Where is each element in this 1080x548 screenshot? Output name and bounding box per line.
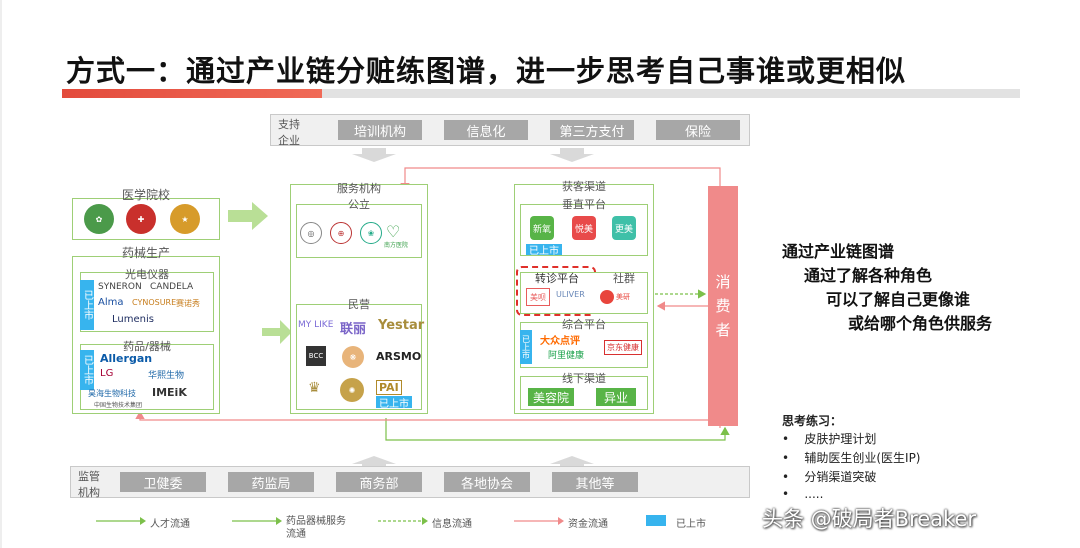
- community-logo-icon: [600, 290, 614, 304]
- logo-huahan: ✺: [340, 378, 364, 402]
- community-label: 社群: [613, 272, 635, 285]
- logo-lianli: 联丽: [340, 322, 367, 337]
- exercise-item-4: • .....: [782, 487, 824, 501]
- general-platform-box: [520, 322, 648, 368]
- logo-soyoung: 新氧: [530, 216, 554, 240]
- logo-alihealth: 阿里健康: [548, 351, 585, 361]
- public-label: 公立: [348, 198, 370, 211]
- logo-meiyan: 美研: [616, 293, 630, 301]
- logo-dianping: 大众点评: [540, 336, 580, 347]
- exercise-item-4-text: .....: [804, 487, 824, 501]
- logo-syneron: SYNERON: [98, 282, 142, 292]
- school-logo-1: ✿: [84, 204, 114, 234]
- private-listed-tag: 已上市: [376, 396, 412, 410]
- logo-meilai: ♛: [308, 380, 321, 396]
- logo-meibei: 美呗: [526, 288, 550, 306]
- title-underline-accent: [62, 89, 322, 98]
- logo-cnbg: 中国生物技术集团: [94, 402, 143, 409]
- regulators-label: 监管 机构: [78, 470, 100, 499]
- regulator-associations: 各地协会: [444, 472, 530, 492]
- exercise-item-2-text: 辅助医生创业(医生IP): [804, 451, 921, 465]
- private-label: 民营: [348, 298, 370, 311]
- support-item-insurance: 保险: [656, 120, 740, 140]
- support-label: 支持 企业: [278, 118, 300, 147]
- school-logo-3: ★: [170, 204, 200, 234]
- vertical-platform-label: 垂直平台: [562, 198, 606, 211]
- logo-cynosure-cn: 赛诺秀: [176, 299, 200, 308]
- vertical-listed-tag: 已上市: [526, 244, 562, 257]
- legend-product-flow: 药品器械服务 流通: [286, 516, 346, 540]
- school-logo-2: ✚: [126, 204, 156, 234]
- insight-line-4: 或给哪个角色供服务: [848, 314, 993, 333]
- watermark: 头条 @破局者Breaker: [762, 507, 977, 531]
- support-item-training: 培训机构: [338, 120, 422, 140]
- logo-imeik: IMEiK: [152, 386, 187, 399]
- left-edge-line: [0, 0, 2, 548]
- insight-line-1: 通过产业链图谱: [782, 242, 895, 261]
- legend-listed: 已上市: [676, 519, 706, 530]
- logo-yestar: Yestar: [378, 318, 425, 333]
- logo-haohai: 昊海生物科技: [88, 389, 136, 398]
- regulator-health-commission: 卫健委: [120, 472, 206, 492]
- optical-listed-tag: 已上市: [80, 280, 94, 330]
- logo-pai: PAI: [376, 380, 402, 395]
- exercise-item-3: • 分销渠道突破: [782, 470, 877, 484]
- page-title: 方式一：通过产业链分赃练图谱，进一步思考自己事谁或更相似: [66, 54, 907, 88]
- logo-bloomage: 华熙生物: [148, 371, 185, 381]
- legend-money-flow: 资金流通: [568, 519, 608, 530]
- title-underline: [62, 89, 1020, 98]
- service-label: 服务机构: [337, 182, 381, 195]
- exercise-title: 思考练习：: [782, 414, 843, 428]
- logo-jdhealth: 京东健康: [604, 340, 642, 355]
- insight-line-2: 通过了解各种角色: [804, 266, 933, 285]
- legend-lines: [96, 515, 666, 526]
- logo-cynosure: CYNOSURE: [132, 298, 177, 307]
- medical-school-label: 医学院校: [121, 188, 170, 202]
- channels-label: 获客渠道: [562, 180, 606, 193]
- logo-mylike: MY LIKE: [298, 320, 334, 330]
- logo-uliver: ULIVER: [556, 290, 585, 299]
- insight-line-3: 可以了解自己更像谁: [826, 290, 971, 309]
- drug-listed-tag: 已上市: [80, 350, 94, 390]
- referral-platform-label: 转诊平台: [535, 272, 579, 285]
- optical-label: 光电仪器: [125, 268, 169, 281]
- drug-device-label: 药品/器械: [123, 340, 171, 353]
- general-platform-label: 综合平台: [562, 318, 606, 331]
- regulator-others: 其他等: [552, 472, 638, 492]
- exercise-item-3-text: 分销渠道突破: [804, 470, 877, 484]
- logo-alma: Alma: [98, 297, 124, 308]
- drug-device-box: [80, 344, 214, 410]
- legend-info-flow: 信息流通: [432, 519, 472, 530]
- consumer-bar: 消 费 者: [708, 186, 738, 426]
- regulator-commerce: 商务部: [336, 472, 422, 492]
- optical-box: [80, 272, 214, 332]
- legend-talent: 人才流通: [150, 519, 190, 530]
- logo-yuemei: 悦美: [572, 216, 596, 240]
- public-logo-4: ♡: [386, 222, 401, 241]
- logo-yixing: ❋: [342, 346, 364, 368]
- logo-lumenis: Lumenis: [112, 314, 154, 325]
- logo-gengmei: 更美: [612, 216, 636, 240]
- logo-bcc: BCC: [306, 346, 326, 366]
- exercise-item-1: • 皮肤护理计划: [782, 432, 877, 446]
- offline-beauty-salon: 美容院: [528, 388, 574, 406]
- public-logo-1: ◎: [300, 222, 322, 244]
- exercise-item-1-text: 皮肤护理计划: [804, 432, 877, 446]
- public-logo-3: ❀: [360, 222, 382, 244]
- offline-cross-industry: 异业: [596, 388, 636, 406]
- logo-candela: CANDELA: [150, 282, 194, 292]
- general-listed-tag: 已上市: [520, 330, 532, 364]
- support-item-payment: 第三方支付: [550, 120, 634, 140]
- logo-lg: LG: [100, 368, 114, 379]
- offline-channel-label: 线下渠道: [562, 372, 606, 385]
- device-production-label: 药械生产: [121, 246, 170, 260]
- exercise-item-2: • 辅助医生创业(医生IP): [782, 451, 921, 465]
- support-item-it: 信息化: [444, 120, 528, 140]
- referral-community-box: [520, 272, 648, 314]
- logo-allergan: Allergan: [100, 352, 153, 365]
- regulator-drug-admin: 药监局: [228, 472, 314, 492]
- public-logo-2: ⊕: [330, 222, 352, 244]
- public-logo-4-text: 南方医院: [384, 242, 409, 249]
- logo-arsmo: ARSMO: [376, 350, 422, 363]
